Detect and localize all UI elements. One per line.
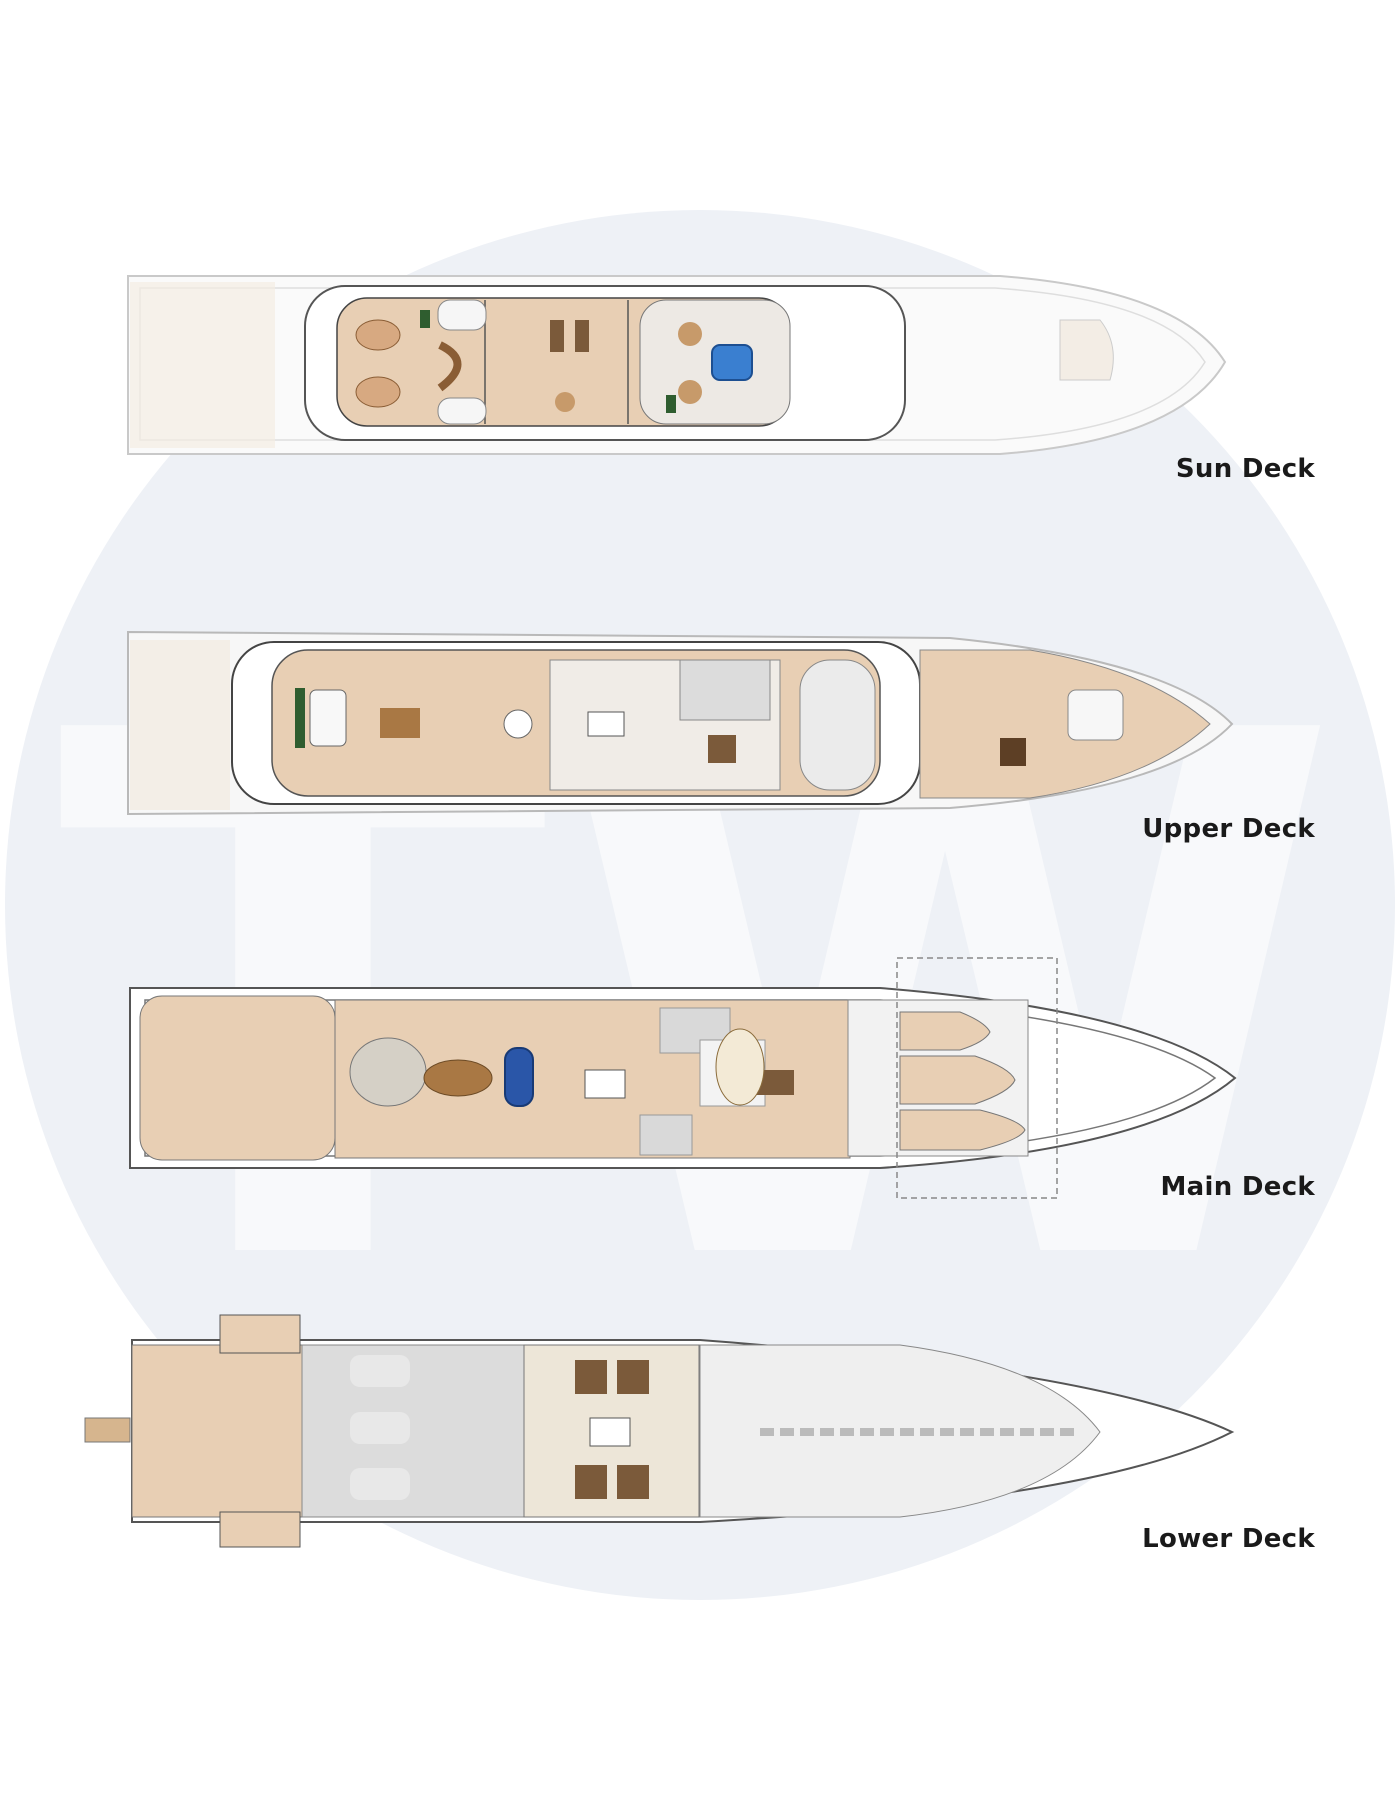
main-deck-plan <box>129 957 1237 1199</box>
upper-deck-foredeck <box>919 649 1211 799</box>
main-deck-aft-cockpit <box>139 995 336 1161</box>
sun-deck-plan <box>127 275 1227 455</box>
upper-deck-plan <box>127 630 1234 816</box>
lower-deck-garage <box>301 1344 525 1518</box>
deck-label-lower: Lower Deck <box>1142 1524 1315 1554</box>
upper-deck-aft-area <box>130 640 230 810</box>
tender-boat-3 <box>899 1109 1026 1151</box>
tender-boat-1 <box>899 1011 991 1051</box>
watermark-circle <box>5 210 1395 1600</box>
sun-deck-bow <box>1059 319 1114 381</box>
lower-deck-swim-platform <box>84 1417 131 1443</box>
deck-label-upper: Upper Deck <box>1142 814 1315 844</box>
lower-deck-beach-club <box>131 1344 303 1518</box>
tender-boat-2 <box>899 1055 1016 1105</box>
deck-label-main: Main Deck <box>1160 1172 1315 1202</box>
lower-deck-plan <box>84 1314 1235 1548</box>
sun-deck-aft-area <box>130 282 275 448</box>
sun-deck-pool <box>711 344 753 381</box>
deck-label-sun: Sun Deck <box>1175 454 1315 484</box>
